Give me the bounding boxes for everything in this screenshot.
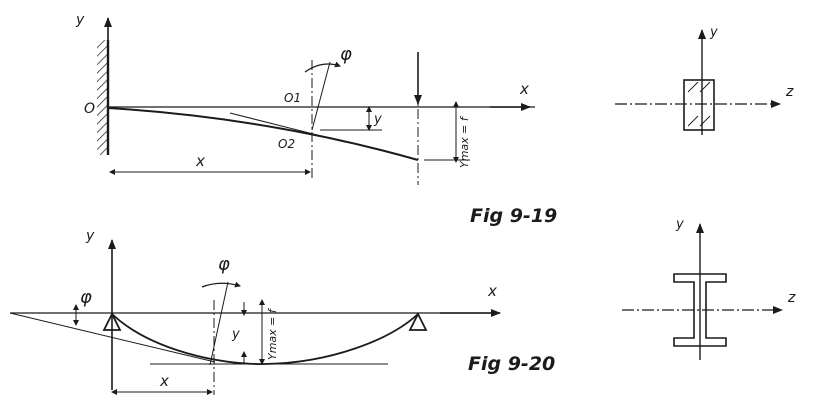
phi-arc: [304, 61, 341, 73]
o2-label: O2: [278, 137, 295, 151]
x-axis-label: x: [519, 80, 529, 98]
x-dim-label: x: [195, 152, 205, 170]
section2-z-label: z: [787, 290, 796, 306]
fig-9-19: y O x φ O1 O2 y Ymax = f x: [75, 12, 557, 227]
fig-9-20-caption: Fig 9-20: [468, 353, 555, 375]
i-beam-outline: [673, 273, 727, 347]
o1-label: O1: [284, 91, 301, 105]
fig-9-19-caption: Fig 9-19: [470, 205, 557, 227]
section2-y-label: y: [675, 217, 684, 232]
fig2-normal-line: [209, 281, 229, 366]
section1-z-label: z: [785, 84, 794, 100]
rect-hatch-2: [699, 81, 711, 93]
left-support: [102, 311, 122, 331]
section-rectangle: y z: [615, 25, 794, 135]
rect-section-outline: [683, 79, 715, 131]
fig2-phi-left-label: φ: [80, 287, 92, 308]
rect-hatch-1: [687, 81, 699, 93]
y-deflection-label: y: [373, 112, 382, 127]
ymax-label: Ymax = f: [458, 115, 471, 168]
section-i-beam: y z: [622, 217, 796, 360]
fig2-phi-arc: [201, 281, 241, 288]
tangent-line: [229, 112, 346, 143]
fig2-y-deflection-label: y: [231, 327, 240, 342]
phi-label: φ: [340, 44, 352, 65]
fig2-deflection-curve: [111, 313, 419, 365]
fig2-ymax-label: Ymax = f: [266, 307, 279, 360]
right-support: [408, 311, 428, 331]
wall-hatch: [97, 40, 108, 155]
normal-line: [311, 61, 331, 131]
rect-hatch-4: [699, 115, 711, 127]
fig2-left-tangent: [9, 312, 216, 363]
rect-hatch-3: [687, 115, 699, 127]
fig2-x-axis-label: x: [487, 282, 497, 300]
fig2-phi-mid-label: φ: [218, 254, 230, 275]
fig-9-20: y x φ φ y Ymax = f x Fig 9-20: [9, 228, 555, 395]
y-axis-label: y: [75, 12, 85, 28]
fig2-y-axis-label: y: [85, 228, 95, 244]
deflection-curve: [107, 107, 419, 161]
fig2-x-dim-label: x: [159, 372, 169, 390]
section1-y-label: y: [709, 25, 718, 40]
origin-label: O: [84, 101, 95, 117]
